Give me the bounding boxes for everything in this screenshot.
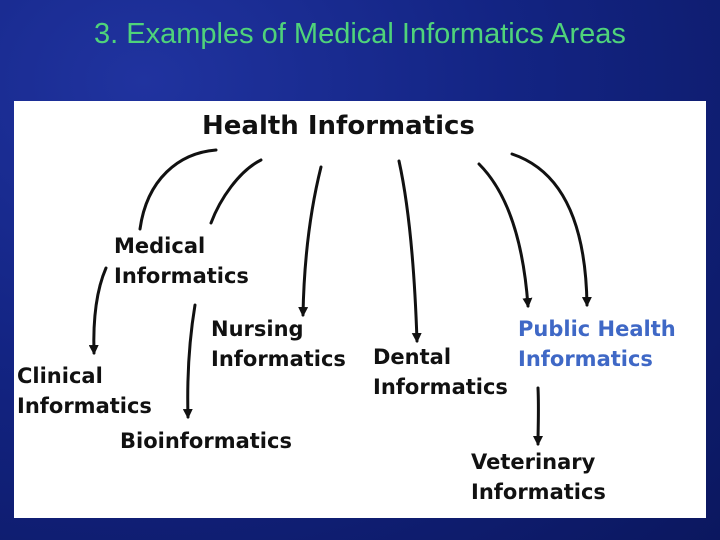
node-medical-line-2: Informatics bbox=[114, 264, 249, 288]
node-bioinformatics-line-1: Bioinformatics bbox=[120, 429, 292, 453]
connector-arrows bbox=[88, 148, 592, 446]
node-bioinformatics: Bioinformatics bbox=[120, 426, 292, 456]
arrow-medical-to-clinical bbox=[88, 266, 108, 355]
node-veterinary-line-1: Veterinary bbox=[471, 450, 596, 474]
node-dental-line-1: Dental bbox=[373, 345, 452, 369]
arrow-root-to-public-health-inner bbox=[477, 162, 533, 308]
node-nursing-line-1: Nursing bbox=[211, 317, 304, 341]
node-medical-informatics: Medical Informatics bbox=[114, 231, 249, 291]
node-medical-line-1: Medical bbox=[114, 234, 206, 258]
node-veterinary-line-2: Informatics bbox=[471, 480, 606, 504]
node-clinical-informatics: Clinical Informatics bbox=[17, 361, 152, 421]
arrow-root-to-public-health-outer bbox=[510, 152, 592, 307]
node-nursing-informatics: Nursing Informatics bbox=[211, 314, 346, 374]
slide-title: 3. Examples of Medical Informatics Areas bbox=[94, 18, 626, 50]
node-dental-informatics: Dental Informatics bbox=[373, 342, 508, 402]
arrow-root-to-nursing bbox=[298, 165, 323, 317]
node-dental-line-2: Informatics bbox=[373, 375, 508, 399]
node-veterinary-informatics: Veterinary Informatics bbox=[471, 447, 606, 507]
arrow-root-to-dental bbox=[397, 159, 422, 343]
curve-root-to-medical-left bbox=[138, 148, 218, 231]
curve-root-to-medical-right bbox=[209, 158, 263, 225]
node-public-health-informatics: Public Health Informatics bbox=[518, 314, 676, 374]
node-health-informatics-label: Health Informatics bbox=[202, 111, 475, 141]
node-clinical-line-1: Clinical bbox=[17, 364, 103, 388]
node-clinical-line-2: Informatics bbox=[17, 394, 152, 418]
node-health-informatics: Health Informatics bbox=[202, 110, 475, 142]
node-nursing-line-2: Informatics bbox=[211, 347, 346, 371]
arrow-medical-to-bioinformatics bbox=[182, 303, 197, 419]
node-public-health-line-2: Informatics bbox=[518, 347, 653, 371]
diagram-panel: Health Informatics Medical Informatics N… bbox=[14, 101, 706, 518]
node-public-health-line-1: Public Health bbox=[518, 317, 676, 341]
